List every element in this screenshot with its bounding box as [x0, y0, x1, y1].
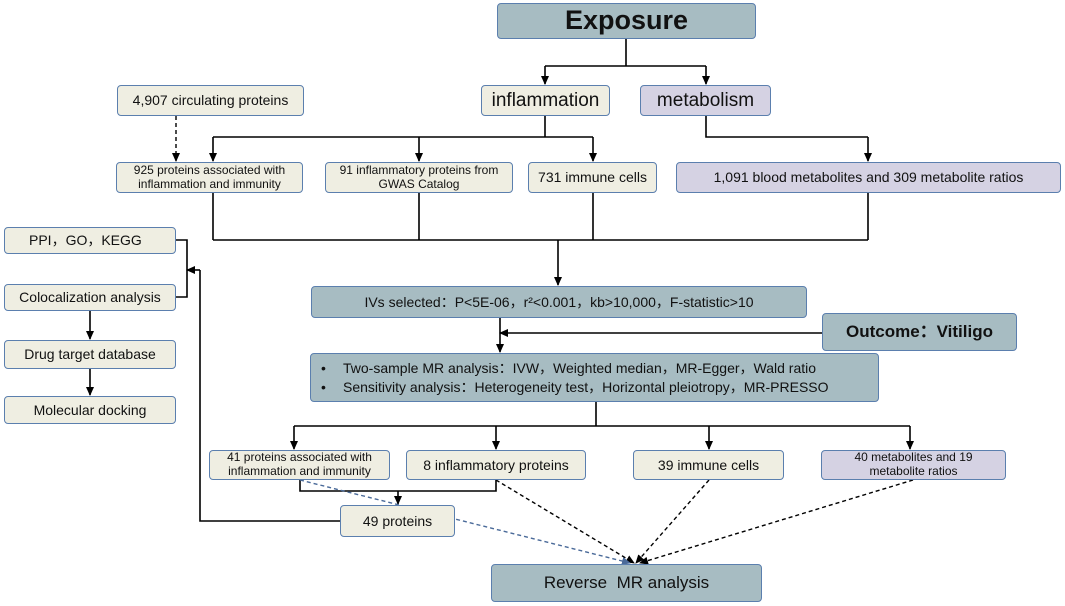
- molecular-docking-box: Molecular docking: [4, 396, 176, 424]
- proteins-49-box: 49 proteins: [340, 505, 455, 537]
- dashed-arrow-41-to-reverse: [299, 479, 631, 565]
- mr-method-item: Two-sample MR analysis：IVW，Weighted medi…: [321, 359, 829, 378]
- ivs-selected-box: IVs selected：P<5E-06，r²<0.001，kb>10,000，…: [311, 286, 807, 318]
- convergence-connector: [212, 193, 869, 241]
- outcome-box: Outcome：Vitiligo: [822, 313, 1017, 351]
- proteins-925-box: 925 proteins associated with inflammatio…: [116, 162, 303, 193]
- results-connector: [294, 402, 910, 427]
- inflammation-connector: [213, 116, 593, 138]
- immune-731-box: 731 immune cells: [528, 162, 657, 193]
- merge-connector: [299, 480, 497, 492]
- metabolism-box: metabolism: [640, 85, 771, 116]
- feedback-connector: [199, 270, 340, 522]
- mr-method-item: Sensitivity analysis：Heterogeneity test，…: [321, 378, 829, 397]
- mr-methods-box: Two-sample MR analysis：IVW，Weighted medi…: [310, 353, 879, 402]
- metabolism-connector: [705, 116, 868, 138]
- ppi-go-kegg-box: PPI，GO，KEGG: [4, 227, 176, 254]
- colocalization-box: Colocalization analysis: [4, 284, 176, 311]
- metabolites-1091-box: 1,091 blood metabolites and 309 metaboli…: [676, 162, 1061, 193]
- drug-target-box: Drug target database: [4, 340, 176, 369]
- dashed-arrow-metabolites-to-reverse: [639, 479, 914, 565]
- left-chain-bracket: [176, 239, 188, 298]
- metabolites-40-box: 40 metabolites and 19 metabolite ratios: [821, 450, 1006, 480]
- dashed-arrow-39-to-reverse: [635, 479, 710, 564]
- reverse-mr-box: Reverse MR analysis: [491, 564, 762, 602]
- exposure-connector: [545, 38, 706, 67]
- dashed-arrow-8-to-reverse: [495, 479, 635, 564]
- immune-39-box: 39 immune cells: [633, 450, 784, 480]
- inflammatory-8-box: 8 inflammatory proteins: [406, 450, 586, 480]
- circulating-proteins-box: 4,907 circulating proteins: [117, 85, 304, 116]
- inflammatory-91-box: 91 inflammatory proteins from GWAS Catal…: [325, 162, 513, 193]
- inflammation-box: inflammation: [481, 85, 610, 116]
- exposure-box: Exposure: [497, 3, 756, 39]
- proteins-41-box: 41 proteins associated with inflammation…: [209, 450, 390, 480]
- mr-methods-list: Two-sample MR analysis：IVW，Weighted medi…: [311, 359, 829, 397]
